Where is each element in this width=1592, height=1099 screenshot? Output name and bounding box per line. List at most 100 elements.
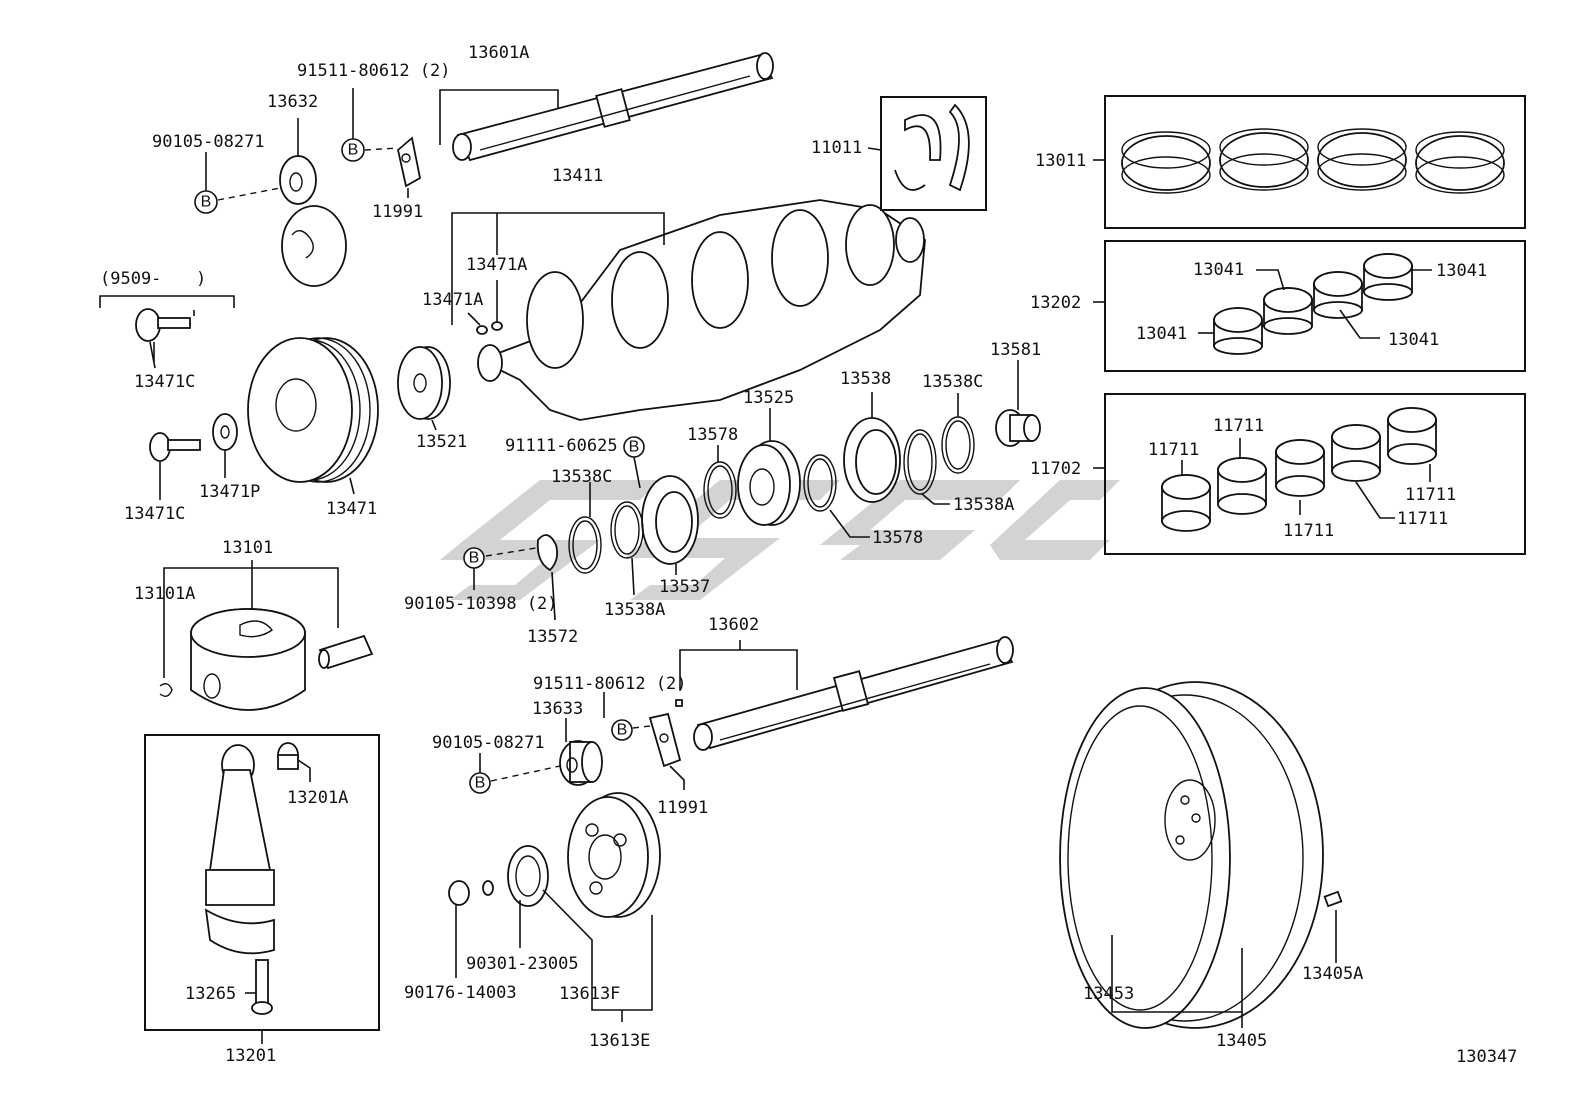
svg-text:B: B — [629, 439, 640, 456]
gear-13632-icon — [279, 118, 347, 287]
label-13538A-b: 13538A — [604, 600, 665, 620]
svg-text:B: B — [348, 142, 359, 159]
plate-13538-icon — [843, 392, 901, 503]
label-11991-bot: 11991 — [657, 798, 708, 818]
label-13613E: 13613E — [589, 1031, 650, 1051]
label-13011: 13011 — [1035, 151, 1086, 171]
svg-text:B: B — [617, 722, 628, 739]
pulley-13471-icon — [247, 337, 379, 495]
label-91111: 91111-60625 — [505, 436, 618, 456]
label-13471A-b: 13471A — [466, 255, 527, 275]
label-13538A-a: 13538A — [953, 495, 1014, 515]
label-11011: 11011 — [811, 138, 862, 158]
label-91511-bot: 91511-80612 (2) — [533, 674, 687, 694]
label-13471C-a: 13471C — [134, 372, 195, 392]
camshaft-top-icon — [452, 52, 774, 162]
label-90301: 90301-23005 — [466, 954, 579, 974]
gear-13521-icon — [397, 346, 451, 431]
label-13041-c: 13041 — [1136, 324, 1187, 344]
svg-text:B: B — [475, 775, 486, 792]
bolt-marker-b-icon: B — [623, 436, 645, 489]
label-13633: 13633 — [532, 699, 583, 719]
gear-13525-icon — [737, 408, 801, 526]
labels: 13601A 91511-80612 (2) 13632 90105-08271… — [100, 43, 1517, 1067]
label-11711-c: 11711 — [1405, 485, 1456, 505]
label-90176: 90176-14003 — [404, 983, 517, 1003]
leader-13613 — [455, 889, 653, 1022]
leader-13602 — [679, 640, 798, 690]
label-13201A: 13201A — [287, 788, 348, 808]
svg-text:B: B — [469, 550, 480, 567]
plate-13572-icon — [536, 534, 559, 621]
label-13538: 13538 — [840, 369, 891, 389]
label-13578-a: 13578 — [687, 425, 738, 445]
crankshaft-icon — [477, 199, 926, 421]
bolt-marker-b-icon: B — [341, 88, 399, 162]
leader-13601A — [439, 89, 559, 145]
leader-11711 — [1093, 438, 1431, 519]
bolt-marker-b-icon: B — [469, 753, 561, 794]
bolt-13471C-icon — [135, 308, 191, 369]
piston-ring-set-icon — [1121, 128, 1505, 194]
label-13578-b: 13578 — [872, 528, 923, 548]
label-91511-top: 91511-80612 (2) — [297, 61, 451, 81]
label-90105-08271-bot: 90105-08271 — [432, 733, 545, 753]
ring-13538A-icon — [903, 429, 950, 505]
box-13202 — [1104, 240, 1526, 372]
label-11702: 11702 — [1030, 459, 1081, 479]
label-11711-d: 11711 — [1283, 521, 1334, 541]
label-13041-d: 13041 — [1388, 330, 1439, 350]
label-9509: (9509- — [100, 269, 161, 289]
plate-11991-top-icon — [397, 136, 422, 188]
sensor-13581-icon — [995, 360, 1041, 447]
label-13581: 13581 — [990, 340, 1041, 360]
bearing-11711-icon — [1161, 407, 1437, 532]
label-13453: 13453 — [1083, 984, 1134, 1004]
camshaft-bottom-icon — [675, 636, 1014, 751]
label-13411: 13411 — [552, 166, 603, 186]
leader-13101 — [163, 560, 339, 678]
seal-13613-icon — [448, 845, 549, 907]
label-13521: 13521 — [416, 432, 467, 452]
ring-13538A-icon — [610, 501, 644, 596]
gear-13633-icon — [559, 718, 603, 786]
connecting-rod-13201-icon — [204, 742, 311, 1015]
label-13538C-a: 13538C — [922, 372, 983, 392]
label-13405A: 13405A — [1302, 964, 1363, 984]
label-13041-a: 13041 — [1193, 260, 1244, 280]
label-11711-e: 11711 — [1397, 509, 1448, 529]
label-11991-top: 11991 — [372, 202, 423, 222]
bolt-marker-b-icon: B — [194, 152, 281, 214]
label-13202: 13202 — [1030, 293, 1081, 313]
plate-13537-icon — [641, 475, 699, 575]
label-9509-close: ) — [196, 269, 206, 289]
leader-11011 — [867, 147, 882, 151]
bolt-13471C-icon — [149, 432, 201, 500]
bolt-marker-b-icon: B — [463, 547, 537, 590]
label-11711-a: 11711 — [1148, 440, 1199, 460]
bearing-13041-icon — [1213, 253, 1413, 355]
label-130347: 130347 — [1456, 1047, 1517, 1067]
box-11702 — [1104, 393, 1526, 555]
label-13201: 13201 — [225, 1046, 276, 1066]
thrust-washer-11011-icon — [894, 103, 970, 192]
label-90105-10398: 90105-10398 (2) — [404, 594, 558, 614]
bracket-9509 — [99, 295, 235, 308]
snap-ring-13578-icon — [703, 445, 737, 519]
snap-ring-13538C-icon — [568, 482, 602, 574]
label-13101A: 13101A — [134, 584, 195, 604]
label-13265: 13265 — [185, 984, 236, 1004]
label-13538C-b: 13538C — [551, 467, 612, 487]
label-13405: 13405 — [1216, 1031, 1267, 1051]
box-11011 — [880, 96, 987, 211]
bolt-marker-b-icon: B — [603, 692, 651, 741]
snap-ring-13578-icon — [803, 454, 870, 538]
label-13602: 13602 — [708, 615, 759, 635]
svg-text:B: B — [201, 194, 212, 211]
label-13101: 13101 — [222, 538, 273, 558]
piston-13101-icon — [159, 608, 374, 711]
label-13041-b: 13041 — [1436, 261, 1487, 281]
flywheel-13405-icon — [1059, 681, 1343, 1029]
label-11711-b: 11711 — [1213, 416, 1264, 436]
